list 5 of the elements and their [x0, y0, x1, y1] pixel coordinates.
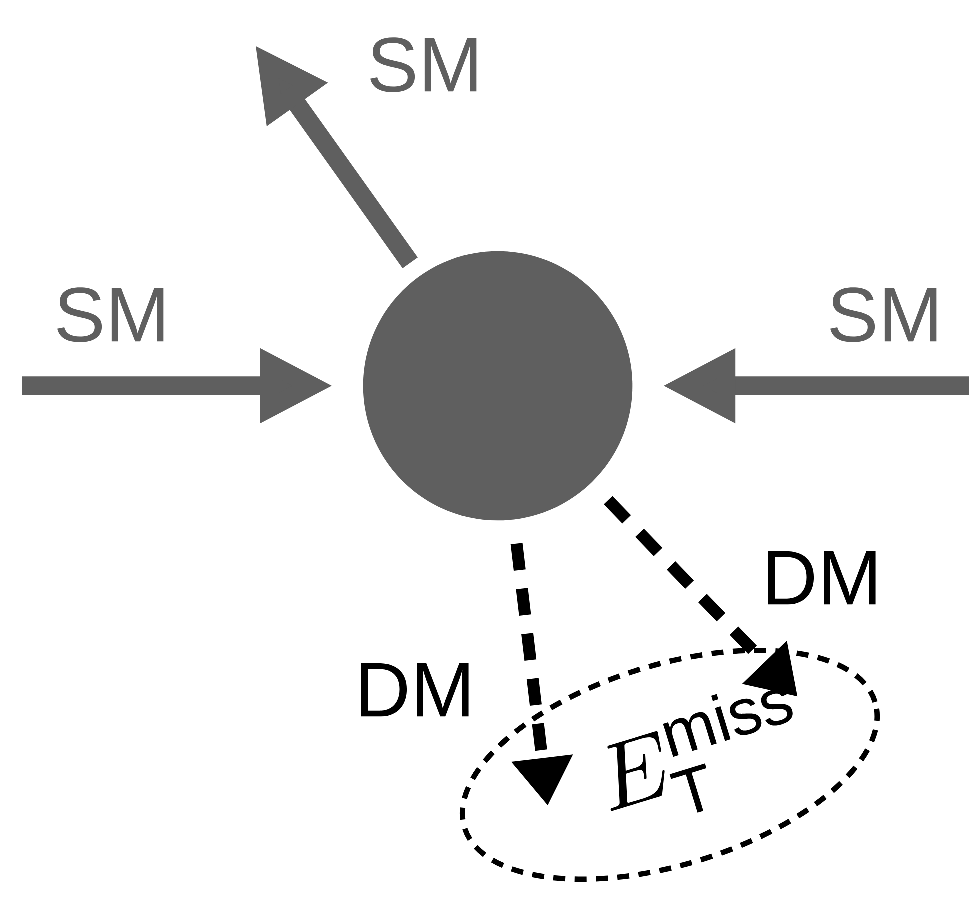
edge-label: SM [58, 288, 164, 342]
circle [363, 251, 633, 521]
edge-label: SM [830, 288, 937, 342]
edge-label: SM [370, 38, 477, 92]
edge-label: DM [768, 551, 876, 605]
